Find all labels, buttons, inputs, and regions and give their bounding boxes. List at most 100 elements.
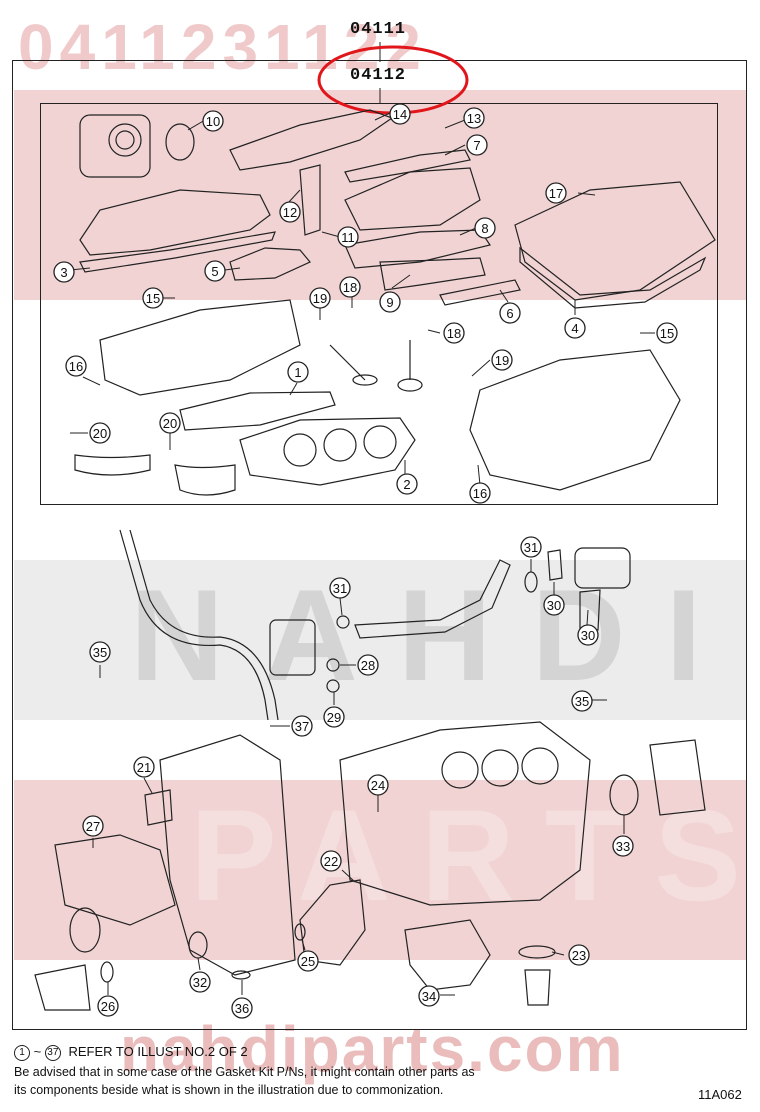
callout-label: 9	[386, 295, 393, 310]
timing-cover-part	[159, 734, 296, 976]
callout-6: 6	[499, 302, 521, 324]
callout-27: 27	[82, 815, 104, 837]
o-ring-31a-part	[336, 615, 350, 629]
callout-label: 21	[137, 760, 151, 775]
callout-label: 16	[473, 486, 487, 501]
oil-strainer-part	[518, 945, 556, 1006]
callout-label: 1	[294, 365, 301, 380]
callout-label: 20	[93, 426, 107, 441]
callout-label: 31	[333, 581, 347, 596]
o-ring-29-part	[326, 679, 340, 693]
callout-35: 35	[89, 641, 111, 663]
callout-label: 24	[371, 778, 385, 793]
callout-30: 30	[577, 624, 599, 646]
callout-31: 31	[520, 536, 542, 558]
rear-plate-part	[649, 739, 706, 816]
highlight-ellipse	[317, 45, 469, 115]
head-gasket-1-part	[179, 391, 336, 431]
oil-pan-part	[404, 919, 491, 991]
callout-31: 31	[329, 577, 351, 599]
gasket-10-part	[165, 123, 195, 161]
o-ring-26-part	[100, 961, 114, 983]
o-ring-25-part	[294, 923, 306, 941]
callout-19: 19	[309, 287, 331, 309]
ref-tilde: ~	[33, 1044, 42, 1059]
callout-label: 18	[447, 326, 461, 341]
gasket-6-part	[439, 279, 521, 306]
ref-text: REFER TO ILLUST NO.2 OF 2	[68, 1044, 248, 1059]
callout-label: 22	[324, 854, 338, 869]
part-number-primary: 04111	[350, 20, 407, 39]
callout-5: 5	[204, 260, 226, 282]
callout-label: 5	[211, 264, 218, 279]
advisory-line-1: Be advised that in some case of the Gask…	[14, 1065, 475, 1079]
callout-label: 19	[313, 291, 327, 306]
callout-17: 17	[545, 182, 567, 204]
callout-label: 15	[660, 326, 674, 341]
callout-15: 15	[656, 322, 678, 344]
callout-24: 24	[367, 774, 389, 796]
callout-label: 8	[481, 221, 488, 236]
head-gasket-2-part	[239, 417, 416, 486]
callout-13: 13	[463, 107, 485, 129]
callout-label: 10	[206, 114, 220, 129]
callout-22: 22	[320, 850, 342, 872]
callout-label: 30	[547, 598, 561, 613]
callout-34: 34	[418, 985, 440, 1007]
cylinder-head-cover-right-part	[514, 181, 716, 309]
callout-12: 12	[279, 201, 301, 223]
callout-18: 18	[443, 322, 465, 344]
callout-16: 16	[65, 355, 87, 377]
callout-label: 29	[327, 710, 341, 725]
callout-label: 30	[581, 628, 595, 643]
callout-8: 8	[474, 217, 496, 239]
callout-label: 15	[146, 291, 160, 306]
callout-label: 27	[86, 819, 100, 834]
watermark-top-code: 0411231122	[18, 11, 427, 83]
cylinder-head-right-part	[469, 349, 681, 491]
callout-28: 28	[357, 654, 379, 676]
callout-36: 36	[231, 997, 253, 1019]
callout-29: 29	[323, 706, 345, 728]
callout-2: 2	[396, 473, 418, 495]
callout-label: 36	[235, 1001, 249, 1016]
callout-25: 25	[297, 950, 319, 972]
callout-label: 6	[506, 306, 513, 321]
callout-label: 2	[403, 477, 410, 492]
o-ring-31b-part	[524, 571, 538, 593]
oil-seal-33-part	[609, 774, 639, 816]
callout-1: 1	[287, 361, 309, 383]
callout-20: 20	[89, 422, 111, 444]
callout-label: 18	[343, 280, 357, 295]
callout-21: 21	[133, 756, 155, 778]
callout-label: 3	[60, 265, 67, 280]
callout-37: 37	[291, 715, 313, 737]
reference-note: 1 ~ 37 REFER TO ILLUST NO.2 OF 2	[14, 1044, 248, 1061]
gasket-5-part	[229, 247, 311, 281]
callout-26: 26	[97, 995, 119, 1017]
gasket-36-part	[231, 970, 251, 980]
ref-end-circle: 37	[44, 1044, 61, 1061]
callout-label: 13	[467, 111, 481, 126]
callout-label: 32	[193, 975, 207, 990]
callout-label: 16	[69, 359, 83, 374]
callout-label: 17	[549, 186, 563, 201]
watermark-red-band-bottom	[14, 780, 747, 960]
callout-19: 19	[491, 349, 513, 371]
water-pipe-part	[269, 559, 511, 676]
callout-16: 16	[469, 482, 491, 504]
watermark-brand-name: NAHDI	[130, 562, 742, 708]
o-ring-28-part	[326, 658, 340, 672]
cylinder-block-part	[339, 721, 591, 906]
gasket-30a-part	[547, 549, 563, 581]
part-number-secondary: 04112	[350, 66, 407, 85]
intake-manifold-upper-part	[229, 109, 394, 236]
callout-11: 11	[337, 226, 359, 248]
valve-part	[329, 340, 423, 392]
throttle-body-part	[79, 114, 151, 178]
callout-label: 26	[101, 999, 115, 1014]
callout-label: 31	[524, 540, 538, 555]
callout-32: 32	[189, 971, 211, 993]
callout-4: 4	[564, 317, 586, 339]
water-inlet-part	[574, 547, 631, 631]
